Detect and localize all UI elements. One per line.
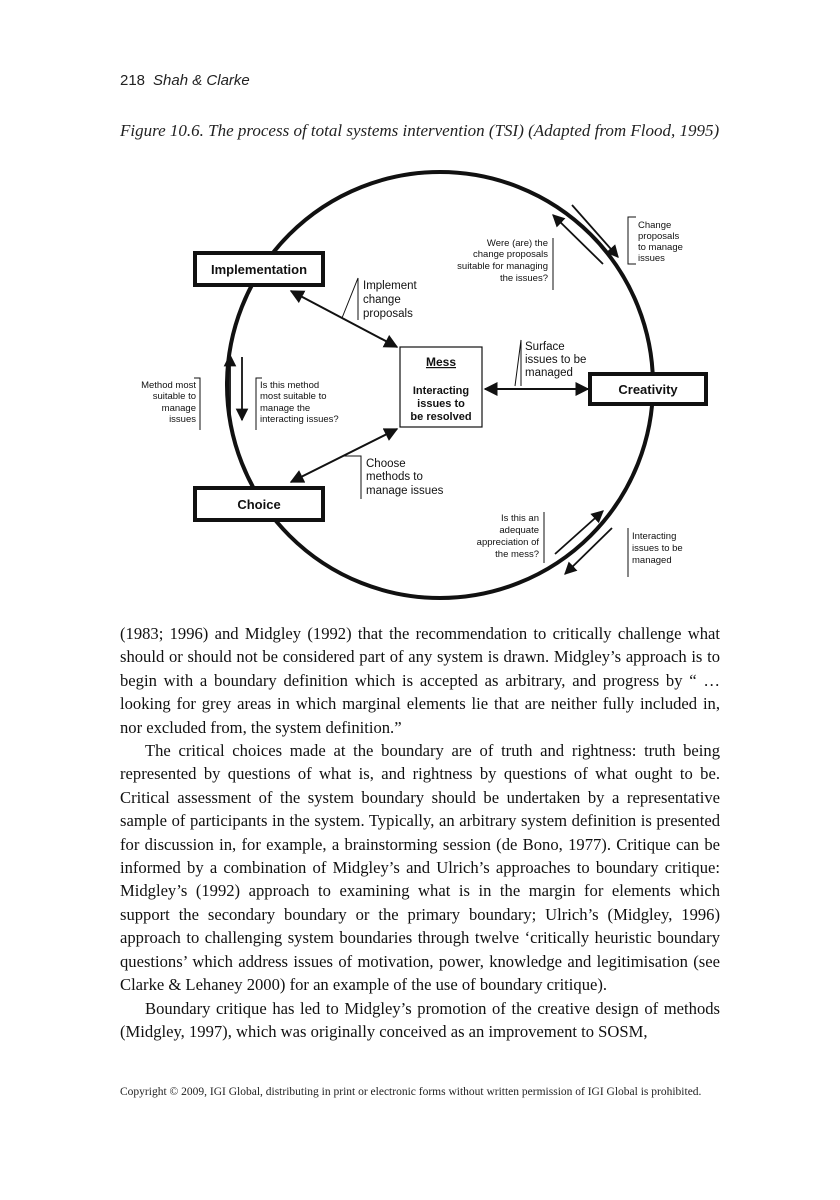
change-proposals-line-1: Change [638,220,671,231]
mess-implementation-arrow [289,290,399,348]
is-this-method-line-2: most suitable to [260,391,327,402]
creativity-label: Creativity [618,382,678,397]
interacting-issues-arrow [564,527,613,575]
implementation-box: Implementation [193,251,325,287]
method-most-line-4: issues [169,414,196,425]
creativity-box: Creativity [588,372,708,406]
interacting-issues-line-2: issues to be [632,543,683,554]
mess-title: Mess [426,355,456,369]
is-this-method-line-3: manage the [260,403,310,414]
adequate-line-3: appreciation of [477,537,540,548]
were-are-line-3: suitable for managing [457,261,548,272]
choice-box: Choice [193,486,325,522]
choose-line-2: methods to [366,471,423,483]
adequate-line-1: Is this an [501,513,539,524]
were-are-line-4: the issues? [500,273,548,284]
running-head-authors: Shah & Clarke [153,72,250,89]
implement-line-2: change [363,294,401,306]
paragraph-3: Boundary critique has led to Midgley’s p… [120,998,720,1041]
copyright-footer: Copyright © 2009, IGI Global, distributi… [120,1086,702,1098]
change-proposals-line-3: to manage [638,242,683,253]
mess-line-3: be resolved [410,411,471,423]
surface-label-group: Surface issues to be managed [514,339,586,387]
page-number: 218 [120,72,146,89]
is-this-method-bracket [255,377,262,430]
change-proposals-line-2: proposals [638,231,679,242]
surface-line-1: Surface [525,341,565,353]
were-are-line-2: change proposals [473,249,548,260]
paragraph-1: (1983; 1996) and Midgley (1992) that the… [120,624,720,737]
implement-label-group: Implement change proposals [341,277,417,320]
interacting-issues-line-1: Interacting [632,531,676,542]
paragraph-2: The critical choices made at the boundar… [120,741,720,995]
adequate-line-2: adequate [499,525,539,536]
choose-line-3: manage issues [366,485,444,497]
implementation-label: Implementation [211,262,307,277]
were-are-line-1: Were (are) the [487,238,548,249]
mess-line-1: Interacting [413,385,469,397]
surface-line-2: issues to be [525,354,586,366]
mess-box: Mess Interacting issues to be resolved [399,346,483,428]
were-suitable-arrow [552,214,604,265]
surface-line-3: managed [525,367,573,379]
is-this-method-line-4: interacting issues? [260,414,339,425]
interacting-issues-line-3: managed [632,555,672,566]
method-most-bracket [194,377,201,430]
choose-line-1: Choose [366,458,406,470]
mess-line-2: issues to [417,398,465,410]
adequate-appreciation-arrow [554,510,604,555]
is-this-method-line-1: Is this method [260,380,319,391]
change-proposals-bracket [627,216,636,265]
page-header: 218 Shah & Clarke [120,72,250,89]
change-proposals-arrow [571,204,619,258]
body-text: (1983; 1996) and Midgley (1992) that the… [120,622,720,1043]
implement-line-3: proposals [363,308,413,320]
change-proposals-line-4: issues [638,253,665,264]
adequate-line-4: the mess? [495,549,539,560]
implement-line-1: Implement [363,280,417,292]
choice-label: Choice [237,497,280,512]
method-most-line-1: Method most [141,380,196,391]
choose-label-group: Choose methods to manage issues [344,455,444,499]
method-most-line-3: manage [162,403,196,414]
figure-caption: Figure 10.6. The process of total system… [120,121,720,140]
method-most-line-2: suitable to [153,391,196,402]
